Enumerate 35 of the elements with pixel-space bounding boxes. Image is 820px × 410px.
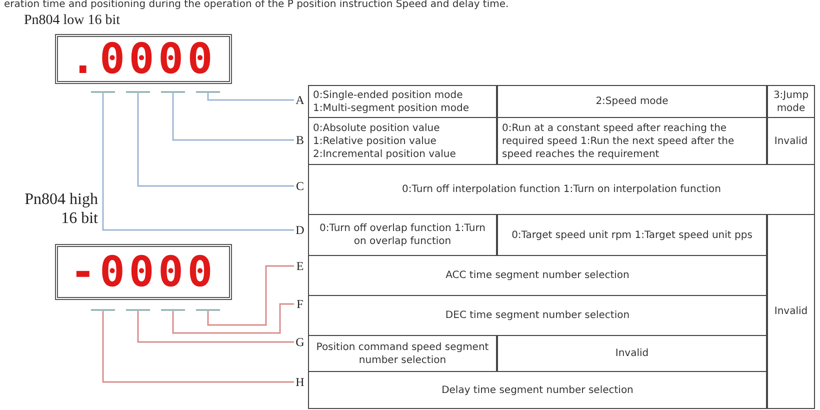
leader-line [102,93,294,231]
row-letter: A [294,93,306,107]
row-letter: D [294,223,306,237]
table-cell: 0:Single-ended position mode 1:Multi-segment position mode [308,85,497,118]
row-letter: E [294,259,306,273]
table-cell: Invalid [497,335,767,372]
display-heading: Pn804 low 16 bit [24,12,122,28]
table-cell: 0:Turn off overlap function 1:Turn on overlap function [308,214,497,256]
seven-segment-display: .0000 [55,34,232,84]
display-heading: Pn804 high 16 bit [24,190,98,229]
leader-line [172,93,294,141]
row-letter: C [294,179,306,193]
table-cell: 0:Run at a constant speed after reaching the required speed 1:Run the next speed after the speed reaches the requirement [497,117,767,165]
table-cell: Invalid [767,117,815,165]
leader-line [137,93,294,187]
table-cell: Invalid [767,214,815,409]
leader-line [207,93,294,101]
table-cell: DEC time segment number selection [308,295,767,336]
table-cell: Position command speed segment number selection [308,335,497,372]
table-cell: 0:Target speed unit rpm 1:Target speed unit pps [497,214,767,256]
row-letter: F [294,297,306,311]
table-cell: 0:Turn off interpolation function 1:Turn on interpolation function [308,164,815,215]
row-letter: G [294,335,306,349]
table-cell: ACC time segment number selection [308,255,767,296]
table-cell: 0:Absolute position value 1:Relative position value 2:Incremental position value [308,117,497,165]
leader-line [172,303,294,334]
leader-line [137,311,294,343]
seven-segment-display: -0000 [55,244,232,300]
table-cell: 3:Jump mode [767,85,815,118]
row-letter: H [294,375,306,389]
table-cell: Delay time segment number selection [308,371,767,409]
row-letter: B [294,133,306,147]
leader-line [102,311,294,383]
table-cell: 2:Speed mode [497,85,767,118]
leader-line [207,265,294,326]
